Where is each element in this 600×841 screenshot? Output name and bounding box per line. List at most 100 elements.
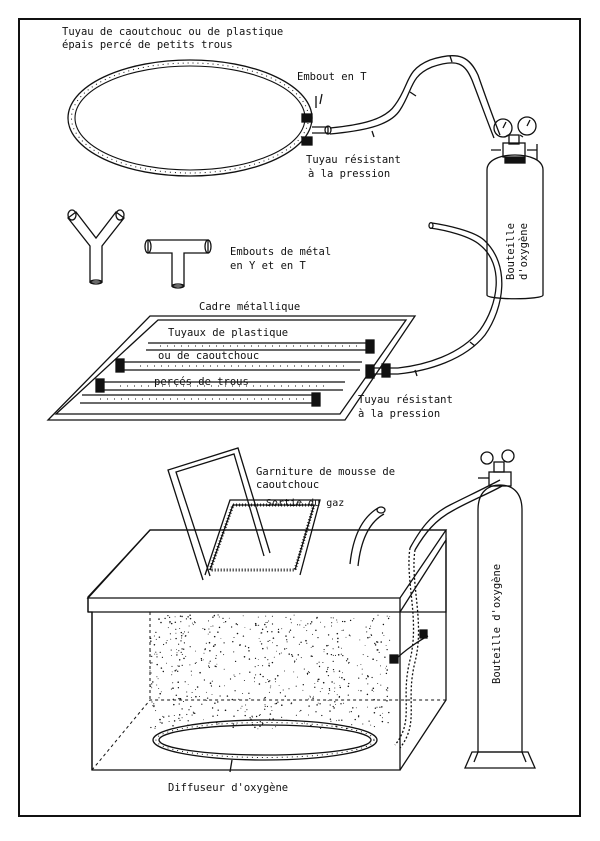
bubble [265,626,267,628]
y-fitting [67,209,125,285]
bubble [371,689,373,691]
bubble [244,627,246,629]
bubble [278,684,280,686]
foam-label: Garniture de mousse de [256,466,396,478]
bubble [307,674,308,675]
frame-tubes-label-2: ou de caoutchouc [158,350,260,362]
bubble [312,633,313,635]
bubble [334,701,336,703]
bubble [260,643,263,645]
bubble [232,641,234,643]
bubble [240,707,242,709]
bubble [208,662,210,664]
bubble [179,628,181,629]
bubble [308,698,310,700]
bubble [169,633,171,635]
bubble [223,642,225,644]
bubble [206,699,208,701]
bubble [366,631,368,633]
bubble [212,625,214,627]
bubble [182,633,184,635]
bubble [167,614,169,617]
bubble [208,666,211,669]
bubble [266,621,268,623]
bubble [297,654,300,656]
bubble [165,642,167,644]
bubble [180,635,183,637]
bubble [257,616,259,618]
bubble [248,650,250,652]
bubble [254,726,256,729]
bubble [191,691,193,694]
bubble [330,653,333,656]
bubble [294,661,296,663]
bubble [268,691,270,693]
bubble [332,669,335,671]
bubble [261,628,264,631]
bubble [257,658,259,660]
bubble [172,687,174,689]
bubble [314,682,316,684]
bottle-label-1b: d'oxygène [518,223,530,280]
bubble [218,626,221,629]
bubble [376,660,378,662]
bubble [220,638,222,639]
bubble [208,628,210,630]
bubble [342,672,344,674]
bubble [191,622,193,624]
bubble [265,682,267,684]
bubble [325,670,328,673]
bubble [310,646,312,648]
bubble [333,671,335,673]
bubble [270,706,272,708]
bubble [199,671,201,674]
bubble [322,681,325,684]
bubble [194,662,197,664]
bubble [216,714,219,716]
bubble [276,650,278,652]
bubble [166,640,168,641]
bubble [232,726,234,729]
oxygen-diffuser [152,719,378,773]
bubble [282,689,284,691]
bubble [217,709,219,711]
bubble [299,710,301,712]
bubble [226,695,229,697]
bubble [380,641,382,643]
bubble [171,671,173,673]
bubble [258,683,261,685]
t-fitting-label: Embout en T [297,71,367,83]
bubble [327,634,330,636]
bubble [381,720,384,723]
bubble [249,717,251,719]
bubble [195,695,197,698]
bubble [385,689,388,691]
frame-tubes-label-1: Tuyaux de plastique [168,327,289,339]
bubble [193,712,195,714]
bubble [343,678,346,681]
bubble [191,714,193,716]
bubble [334,654,337,656]
bubble [216,663,218,665]
bubble [327,644,329,646]
bubble [291,655,294,657]
bubble [178,714,181,716]
bubble [262,675,264,678]
bubble [255,674,257,676]
bubble [271,631,273,633]
bubble [319,727,322,730]
bubble [242,635,245,637]
bubble [187,631,189,633]
ring-diffuser [67,59,313,177]
bubble [159,692,161,695]
bubble [186,713,188,716]
bubble [277,631,280,633]
bubble [366,675,369,677]
bubble [170,655,172,657]
bubble [347,685,350,688]
bubble [279,692,282,694]
bubble [379,706,381,708]
bubble [340,653,342,655]
bubble [211,693,213,695]
bubble [315,629,317,632]
